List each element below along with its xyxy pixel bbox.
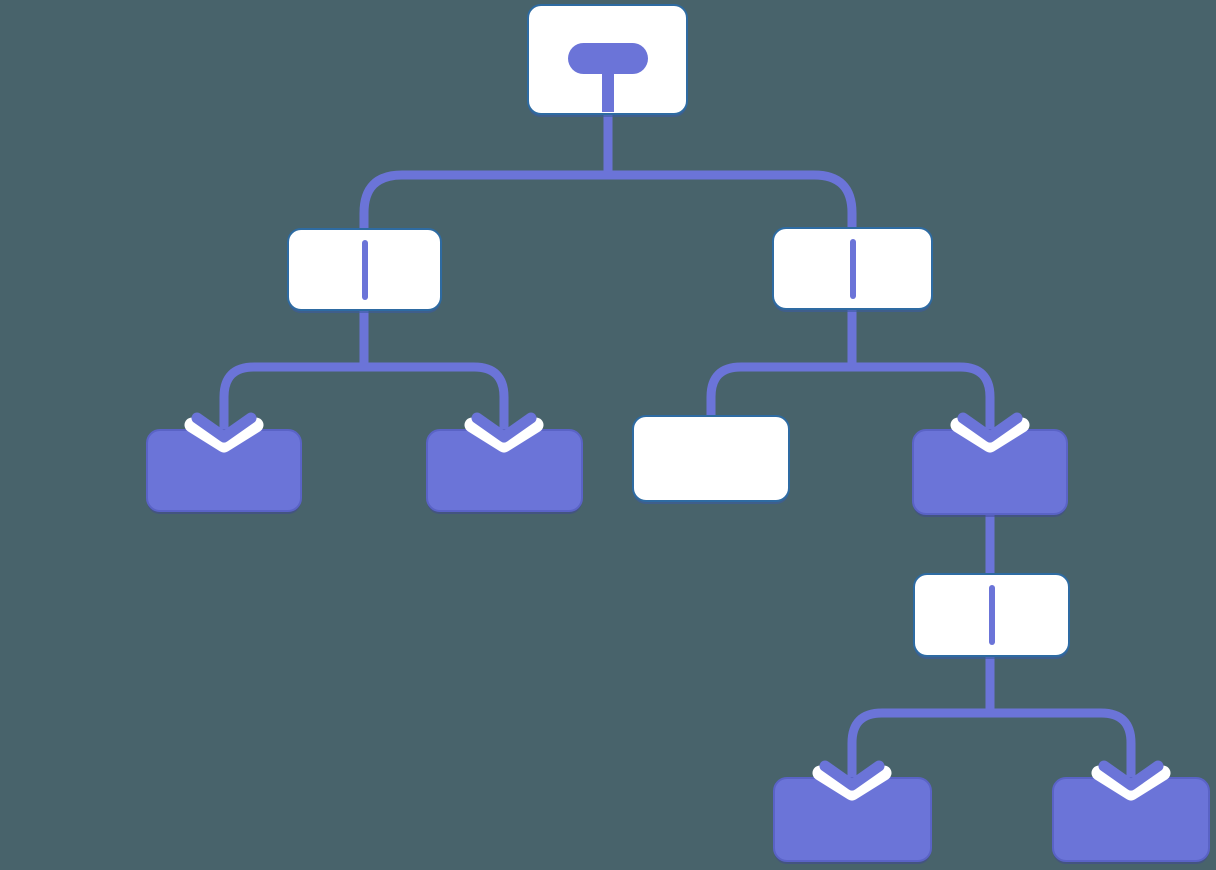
branch-node-left[interactable]: [287, 228, 442, 311]
pill-stem: [601, 64, 614, 112]
leaf-node-bottom-2[interactable]: [1052, 777, 1210, 862]
divider-bar-icon: [849, 238, 856, 299]
leaf-node-left-1[interactable]: [146, 429, 302, 512]
branch-node-right[interactable]: [772, 227, 933, 310]
leaf-node-bottom-1[interactable]: [773, 777, 932, 862]
action-node-right[interactable]: [912, 429, 1068, 515]
plain-node[interactable]: [632, 415, 790, 502]
edge-rail-left: [219, 362, 509, 433]
edge-rail-bottom: [847, 708, 1136, 781]
divider-bar-icon: [988, 585, 995, 645]
divider-bar-icon: [361, 239, 368, 300]
root-node[interactable]: [527, 4, 688, 115]
branch-node-mid[interactable]: [913, 573, 1070, 657]
pill-icon: [567, 43, 648, 74]
edge-rail-level1: [359, 170, 857, 232]
leaf-node-left-2[interactable]: [426, 429, 583, 512]
